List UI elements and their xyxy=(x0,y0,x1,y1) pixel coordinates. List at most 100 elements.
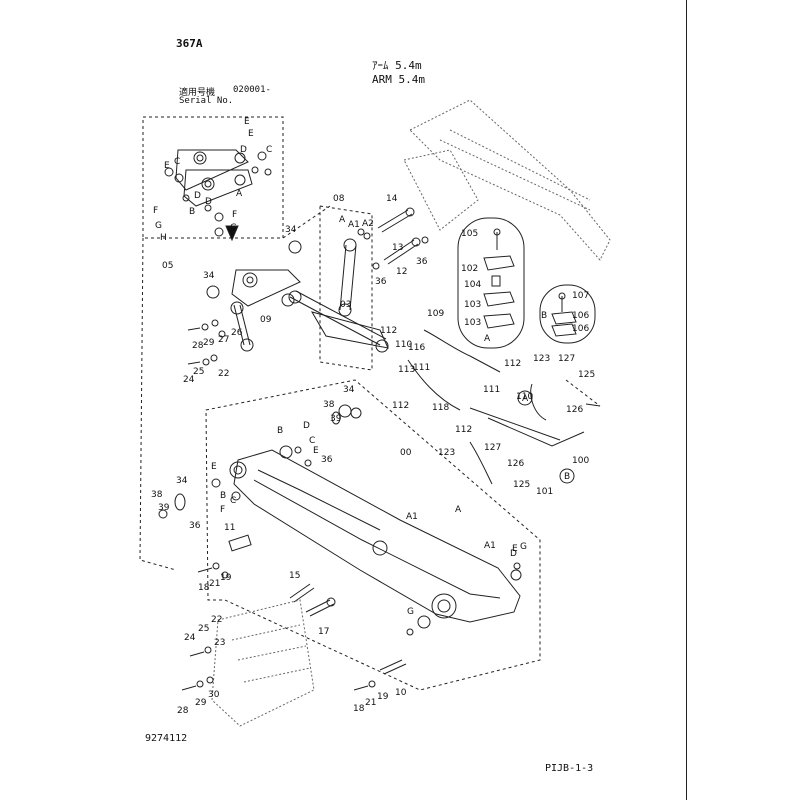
callout-label: 112 xyxy=(455,425,472,435)
rod-09 xyxy=(230,301,254,352)
callout-label: 125 xyxy=(513,480,530,490)
callout-label: 36 xyxy=(375,277,387,287)
callout-label: C xyxy=(230,496,236,506)
callout-label: 107 xyxy=(572,291,589,301)
callout-label: 24 xyxy=(183,375,195,385)
callout-label: B xyxy=(189,207,195,217)
callout-label: 111 xyxy=(483,385,500,395)
page-title: ARM 5.4m xyxy=(372,73,425,86)
callout-label: 21 xyxy=(365,698,376,708)
callout-label: D xyxy=(240,145,247,155)
page-border xyxy=(686,0,687,800)
callout-label: 34 xyxy=(176,476,188,486)
pin-14 xyxy=(377,207,415,233)
callout-label: 34 xyxy=(203,271,215,281)
callout-label: A2 xyxy=(362,219,374,229)
callout-label: 118 xyxy=(432,403,449,413)
callout-label: 103 xyxy=(464,318,481,328)
callout-label: 39 xyxy=(158,503,170,513)
callout-label: C xyxy=(309,436,315,446)
callout-label: C xyxy=(266,145,272,155)
callout-label: E xyxy=(313,446,319,456)
callout-label: 36 xyxy=(416,257,428,267)
serial-label-japanese: 適用号機 xyxy=(179,88,216,98)
link-05 xyxy=(206,240,302,307)
callout-label: F xyxy=(220,505,225,515)
callout-label: 29 xyxy=(195,698,207,708)
callout-label: 36 xyxy=(321,455,333,465)
callout-label: 116 xyxy=(408,343,425,353)
callout-label: A1 xyxy=(406,512,418,522)
detail-arrow xyxy=(225,225,239,242)
callout-label: B xyxy=(220,491,226,501)
callout-label: 23 xyxy=(214,638,225,648)
callout-label: E xyxy=(164,161,170,171)
callout-label: 125 xyxy=(578,370,595,380)
callout-label: 30 xyxy=(208,690,220,700)
clamp-detail-a xyxy=(483,228,515,329)
callout-label: F xyxy=(153,206,158,216)
callout-label: 13 xyxy=(392,243,403,253)
callout-label: 109 xyxy=(427,309,444,319)
callout-label: 08 xyxy=(333,194,345,204)
serial-number: 020001- xyxy=(233,85,271,95)
callout-label: 111 xyxy=(413,363,430,373)
section-markers xyxy=(517,390,575,484)
callout-label: A xyxy=(522,394,529,404)
callout-label: E xyxy=(512,544,518,554)
callout-label: 38 xyxy=(151,490,163,500)
callout-label: 123 xyxy=(438,448,455,458)
boom-sketch xyxy=(403,99,611,261)
callout-label: E xyxy=(244,117,250,127)
bolt-group-bottom xyxy=(181,562,376,691)
callout-label: 14 xyxy=(386,194,398,204)
pin-17 xyxy=(305,597,336,617)
bolt-group-left xyxy=(187,319,226,366)
pin-11 xyxy=(228,534,252,552)
callout-label: 103 xyxy=(464,300,481,310)
detail-b-box xyxy=(539,284,596,344)
callout-label: 110 xyxy=(516,392,533,402)
callout-label: B xyxy=(541,311,547,321)
callout-label: 22 xyxy=(211,615,222,625)
callout-label: 29 xyxy=(203,338,215,348)
callout-label: 112 xyxy=(392,401,409,411)
callout-label: C xyxy=(174,157,180,167)
bucket-sketch xyxy=(211,599,315,727)
callout-label: G xyxy=(520,542,527,552)
callout-label: 25 xyxy=(198,624,209,634)
callout-label: E xyxy=(248,129,254,139)
callout-label: B xyxy=(277,426,283,436)
callout-label: 27 xyxy=(218,335,229,345)
callout-label: 12 xyxy=(396,267,407,277)
callout-label: A xyxy=(484,334,491,344)
callout-label: 25 xyxy=(193,367,204,377)
callout-label: 38 xyxy=(323,400,335,410)
detail-box-00 xyxy=(205,379,541,691)
leader-line xyxy=(139,237,177,571)
arm-00 xyxy=(229,445,522,636)
pin-15 xyxy=(289,583,315,603)
callout-label: 100 xyxy=(572,456,589,466)
callout-label: D xyxy=(205,197,212,207)
callout-label: 24 xyxy=(184,633,196,643)
callout-label: 39 xyxy=(330,414,342,424)
callout-label: 15 xyxy=(289,571,300,581)
callout-label: 26 xyxy=(231,328,243,338)
pin-10 xyxy=(379,659,407,675)
clamp-detail-b xyxy=(551,292,577,337)
callout-label: H xyxy=(160,233,167,243)
callout-label: 11 xyxy=(224,523,235,533)
callout-label: 19 xyxy=(220,573,232,583)
callout-label: A xyxy=(339,215,346,225)
pin-12 xyxy=(372,236,429,270)
hose-lines xyxy=(407,329,601,485)
callout-label: 21 xyxy=(209,579,220,589)
model-number: 367A xyxy=(176,37,203,50)
callout-label: 126 xyxy=(507,459,524,469)
link-assembly-detail xyxy=(164,149,272,237)
callout-label: A xyxy=(455,505,462,515)
callout-label: B xyxy=(564,472,570,482)
